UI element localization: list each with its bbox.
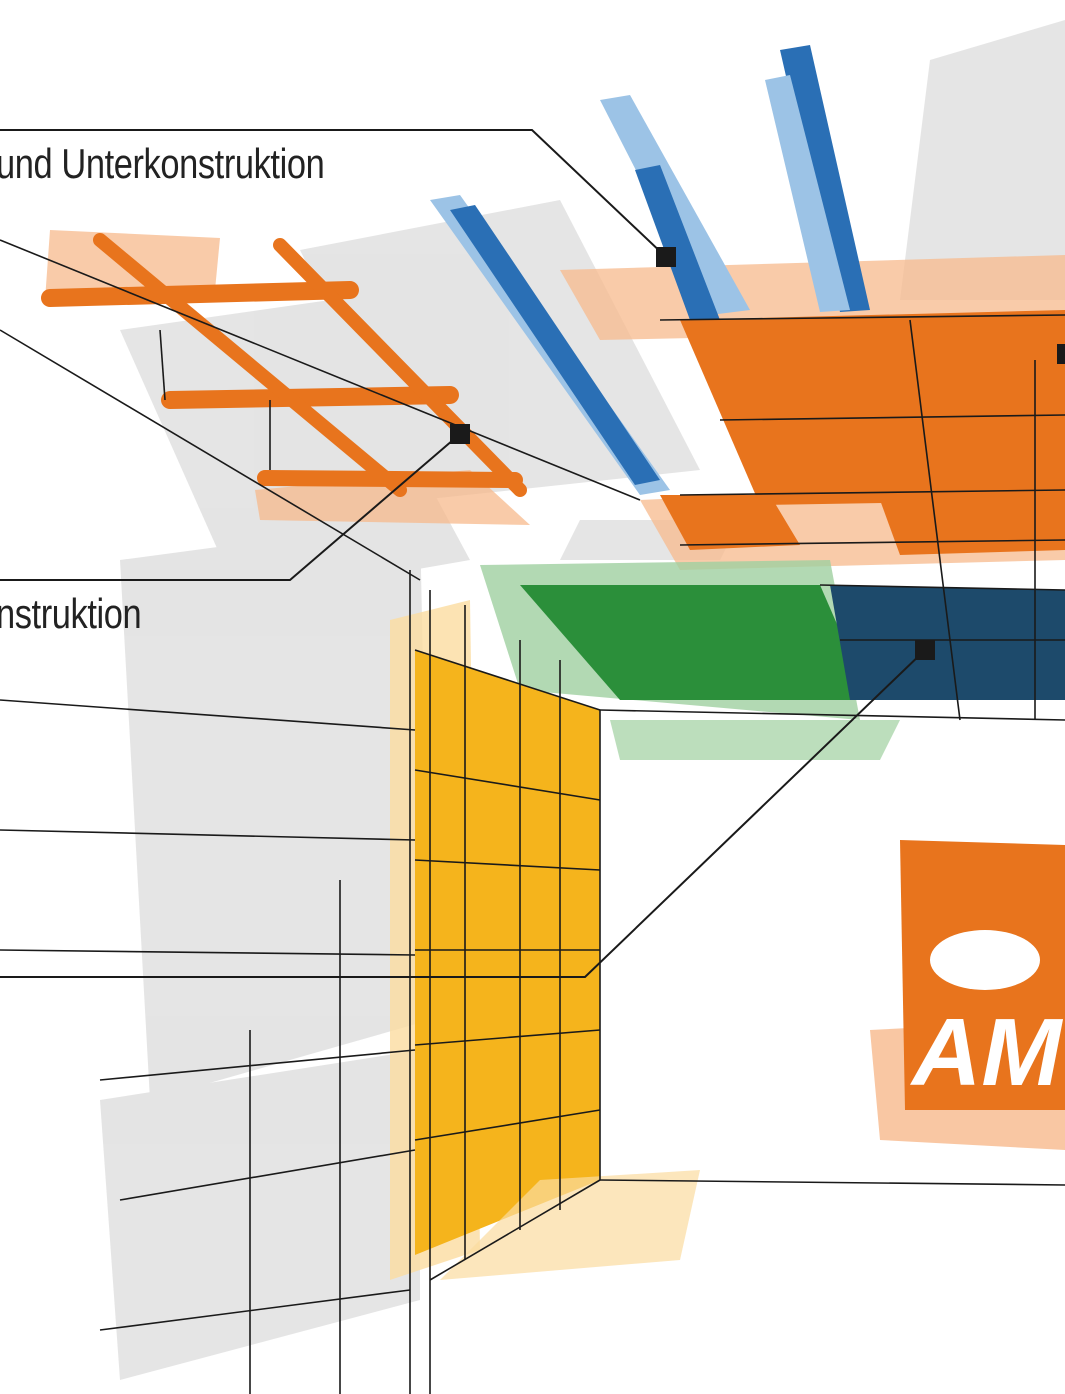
marker-bottom — [915, 640, 935, 660]
callout-middle-label: nstruktion — [0, 590, 141, 638]
marker-middle — [450, 424, 470, 444]
marker-top — [656, 247, 676, 267]
logo-text: AM — [910, 999, 1063, 1106]
yellow-wall — [390, 600, 700, 1280]
animal-icon — [930, 930, 1040, 990]
logo-area: AM — [870, 840, 1065, 1150]
marker-right — [1057, 344, 1065, 364]
navy-ceiling-panel — [830, 585, 1065, 700]
callout-top-label: und Unterkonstruktion — [0, 140, 324, 188]
